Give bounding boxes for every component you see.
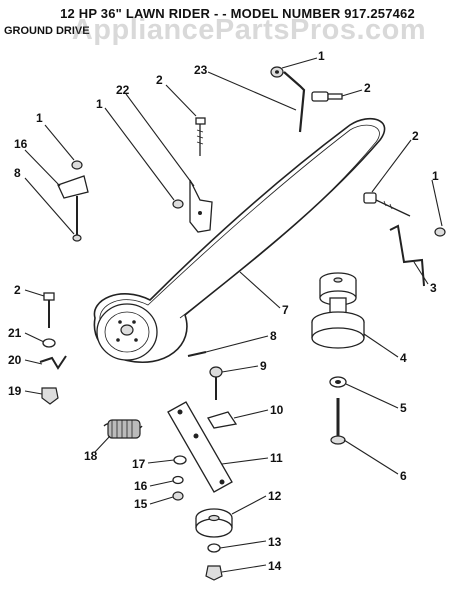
- bolt-top-center: [311, 91, 343, 102]
- nut-15: [172, 491, 184, 501]
- bracket-22: [189, 179, 213, 233]
- callout-16-lower: 16: [134, 479, 148, 493]
- spring-18: [103, 419, 143, 439]
- callout-7: 7: [282, 303, 289, 317]
- callout-16-upper: 16: [14, 137, 28, 151]
- callout-8-left: 8: [14, 166, 21, 180]
- nut-19: [41, 387, 59, 405]
- diagram-title: 12 HP 36" LAWN RIDER - - MODEL NUMBER 91…: [60, 6, 415, 21]
- callout-15: 15: [134, 497, 148, 511]
- callout-20: 20: [8, 353, 22, 367]
- callout-17: 17: [132, 457, 146, 471]
- washer-17: [173, 455, 187, 465]
- bracket-20: [39, 355, 67, 370]
- diagram-subtitle: GROUND DRIVE: [4, 25, 90, 37]
- bolt-left-lower: [43, 292, 55, 328]
- washer-13: [207, 543, 221, 553]
- nut-1-far-left: [71, 160, 83, 170]
- drive-pulley: [96, 303, 158, 361]
- callout-12: 12: [268, 489, 282, 503]
- drive-belt: [93, 117, 386, 363]
- callout-2-left: 2: [14, 283, 21, 297]
- callout-2-right: 2: [412, 129, 419, 143]
- washer-16: [172, 475, 184, 485]
- bracket-3: [389, 224, 425, 287]
- leader-lines: [24, 57, 443, 573]
- nut-right: [434, 227, 446, 237]
- callout-19: 19: [8, 384, 22, 398]
- callout-6: 6: [400, 469, 407, 483]
- idler-arm-11: [167, 401, 233, 493]
- nut-top-center: [270, 66, 284, 78]
- callout-9: 9: [260, 359, 267, 373]
- callout-5: 5: [400, 401, 407, 415]
- callout-13: 13: [268, 535, 282, 549]
- idler-pulley-12: [195, 508, 233, 538]
- callout-1-upper-left: 1: [96, 97, 103, 111]
- callout-21: 21: [8, 326, 22, 340]
- callout-18: 18: [84, 449, 98, 463]
- bracket-10: [207, 411, 238, 429]
- callout-1-top: 1: [318, 49, 325, 63]
- callout-4: 4: [400, 351, 407, 365]
- callout-8-center: 8: [270, 329, 277, 343]
- bolt-vertical-22: [195, 117, 206, 156]
- callout-22: 22: [116, 83, 130, 97]
- callout-labels: 1 2 23 2 1 22 16 8 2 1 3 2 21 20 19 7 8 …: [8, 49, 439, 573]
- bracket-16-top: [57, 175, 89, 199]
- callout-14: 14: [268, 559, 282, 573]
- bolt-right: [363, 192, 411, 217]
- callout-1-far-left: 1: [36, 111, 43, 125]
- pin-8-left: [72, 196, 82, 242]
- callout-23: 23: [194, 63, 208, 77]
- pulley-4: [311, 272, 365, 349]
- nut-1-left: [172, 199, 184, 209]
- washer-5: [329, 376, 347, 388]
- callout-11: 11: [270, 451, 283, 465]
- callout-2-top: 2: [364, 81, 371, 95]
- pin-8-center: [187, 351, 207, 357]
- callout-3: 3: [430, 281, 437, 295]
- callout-2-upper-center: 2: [156, 73, 163, 87]
- washer-21: [42, 338, 56, 348]
- callout-1-right: 1: [432, 169, 439, 183]
- bolt-6: [330, 398, 346, 445]
- idler-rod: [283, 71, 306, 133]
- watermark: AppliancePartsPros.com: [71, 14, 427, 46]
- callout-10: 10: [270, 403, 284, 417]
- nut-14: [205, 565, 223, 581]
- bolt-9: [209, 366, 223, 400]
